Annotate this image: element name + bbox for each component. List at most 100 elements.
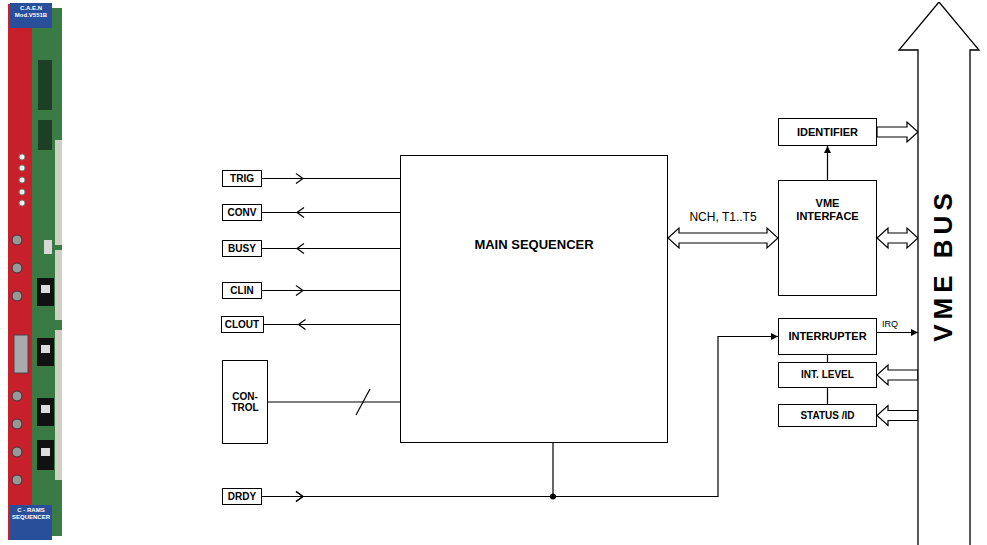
front-panel [8, 4, 32, 540]
wire [262, 290, 400, 291]
register-box: INT. LEVEL [778, 362, 877, 388]
bus-slash [356, 389, 370, 415]
wire [268, 401, 400, 402]
node-label: STATUS /ID [800, 410, 854, 422]
direction-chevron [296, 286, 303, 296]
direction-chevron [297, 208, 304, 218]
bus-arrow: VME BUS [897, 2, 981, 545]
d-connector [14, 335, 28, 373]
backplane-connector [55, 250, 62, 320]
connector [262, 286, 400, 296]
connector [877, 406, 918, 426]
bus-arrow [877, 365, 918, 385]
connector [827, 388, 828, 404]
chip-sticker [41, 405, 50, 413]
wire [827, 388, 828, 404]
wire [262, 248, 400, 249]
process-box: INTERRUPTER [778, 318, 877, 355]
arrowhead [771, 333, 778, 340]
node-label: CLIN [230, 285, 253, 297]
connector [877, 365, 918, 385]
connector [827, 355, 828, 362]
direction-chevron [296, 174, 303, 184]
lemo-connector [12, 419, 22, 429]
process-box: MAIN SEQUENCER [400, 155, 668, 443]
wire [262, 443, 553, 497]
chip-sticker [41, 448, 50, 456]
led [19, 189, 25, 195]
node-label: INTERRUPTER [788, 330, 866, 343]
wire [264, 324, 401, 325]
node-label: IDENTIFIER [797, 126, 858, 139]
chip [38, 120, 52, 150]
led [19, 177, 25, 183]
signal-box: CLOUT [221, 316, 264, 333]
chip [37, 398, 54, 426]
node-label: CONV [228, 207, 257, 219]
connector [262, 174, 400, 184]
node-label: INT. LEVEL [801, 369, 854, 381]
arrowhead [911, 329, 918, 336]
connector [668, 228, 778, 248]
backplane-connector [55, 140, 62, 245]
process-box: IDENTIFIER [778, 118, 877, 146]
arrowhead [824, 146, 831, 153]
connector [268, 389, 400, 415]
node-label: CON- TROL [228, 391, 262, 414]
signal-box: CONV [222, 204, 262, 221]
wire [262, 212, 400, 213]
bus-arrow [877, 228, 918, 248]
connector [262, 443, 556, 502]
direction-chevron [296, 492, 303, 502]
chip-sticker [41, 345, 50, 353]
connector [262, 208, 400, 218]
bus-arrow [877, 122, 918, 142]
lemo-connector [12, 291, 22, 301]
circuit-board [32, 8, 62, 536]
connector [877, 228, 918, 248]
lemo-connector [12, 447, 22, 457]
connector [877, 122, 918, 142]
direction-chevron [297, 244, 304, 254]
led [19, 200, 25, 206]
process-box: VME INTERFACE [778, 180, 877, 296]
chip [38, 60, 52, 110]
control-box: CON- TROL [222, 360, 268, 444]
connector [824, 146, 831, 180]
lemo-connector [12, 475, 22, 485]
bus-label: VME BUS [929, 188, 959, 341]
direction-chevron [299, 320, 306, 330]
bus-outline-shape [899, 2, 979, 545]
lemo-connector [12, 263, 22, 273]
panel-label: C - RAMS SEQUENCER [10, 507, 52, 521]
node-label: CLOUT [225, 319, 259, 331]
led [19, 154, 25, 160]
panel-label: C.A.E.N Mod.V551B [10, 5, 52, 19]
bus-arrow [668, 228, 778, 248]
node-label: MAIN SEQUENCER [474, 238, 593, 253]
backplane-connector [55, 330, 62, 480]
lemo-connector [12, 235, 22, 245]
led [19, 165, 25, 171]
node-label: DRDY [228, 491, 256, 503]
chip [37, 338, 54, 366]
dip-switch [44, 240, 52, 254]
node-label: BUSY [228, 243, 256, 255]
node-label: VME INTERFACE [793, 197, 863, 222]
chip-sticker [41, 285, 50, 293]
signal-box: BUSY [222, 240, 262, 257]
connector [877, 329, 918, 336]
wire [262, 178, 400, 179]
connector [264, 320, 401, 330]
node-label: TRIG [230, 173, 254, 185]
chip [37, 278, 54, 306]
chip [37, 440, 54, 470]
panel-plate [10, 505, 52, 540]
edge-label: NCH, T1..T5 [687, 211, 758, 224]
register-box: STATUS /ID [778, 404, 877, 427]
wire [827, 355, 828, 362]
connector [262, 244, 400, 254]
lemo-connector [12, 391, 22, 401]
signal-box: TRIG [222, 170, 262, 187]
